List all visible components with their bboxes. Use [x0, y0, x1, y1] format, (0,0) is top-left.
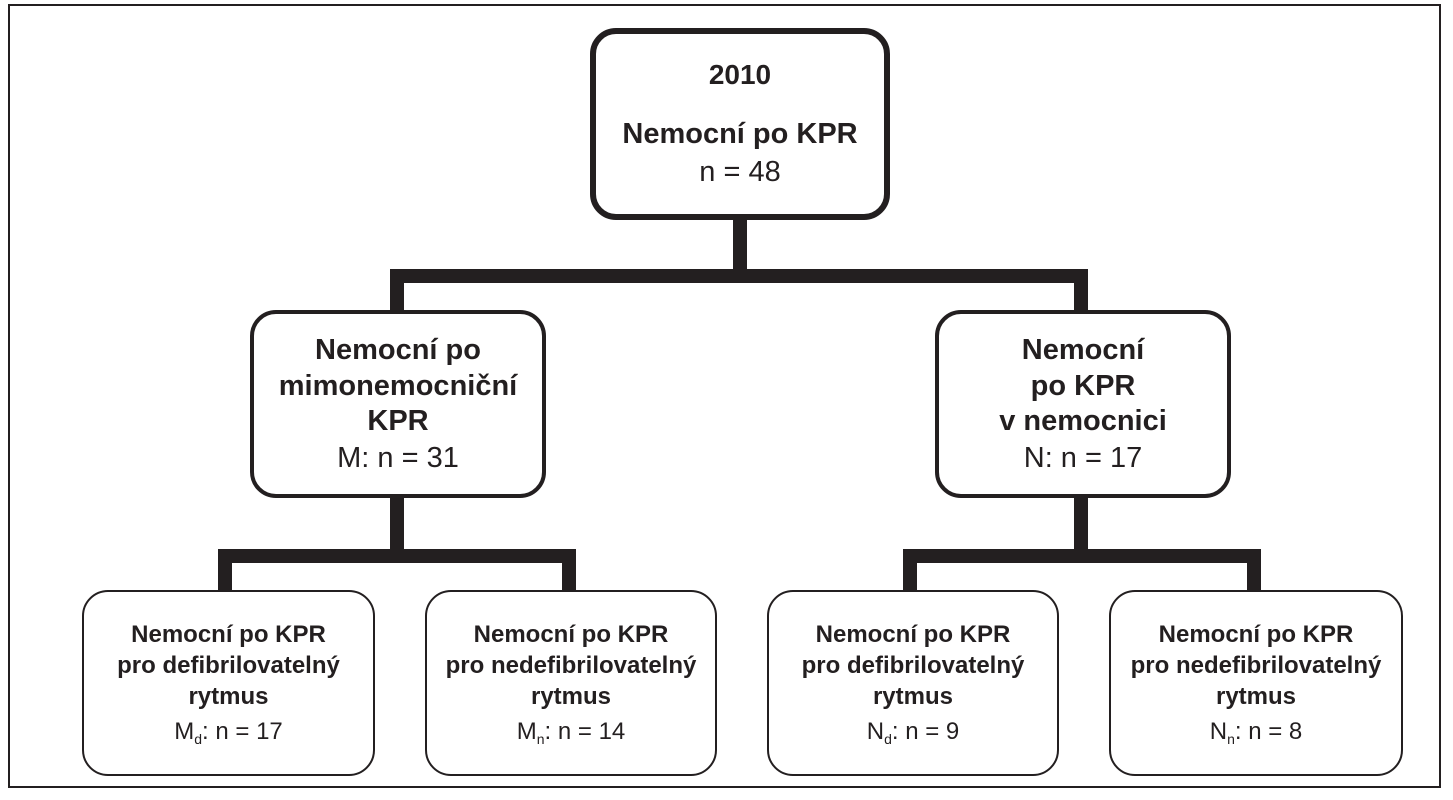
left-node: Nemocní po mimonemocniční KPR M: n = 31	[250, 310, 546, 498]
leaf-count: Mn: n = 14	[516, 718, 626, 748]
right-node: Nemocní po KPR v nemocnici N: n = 17	[935, 310, 1231, 498]
right-leaf-defibrillable: Nemocní po KPR pro defibrilovatelný rytm…	[767, 590, 1059, 776]
root-count: n = 48	[699, 156, 781, 189]
left-node-count: M: n = 31	[337, 441, 459, 474]
right-node-count: N: n = 17	[1023, 441, 1143, 474]
leaf-title: Nemocní po KPR pro defibrilovatelný rytm…	[801, 620, 1025, 711]
root-node: 2010 Nemocní po KPR n = 48	[590, 28, 890, 220]
leaf-title: Nemocní po KPR pro nedefibrilovatelný ry…	[445, 620, 697, 711]
root-year: 2010	[708, 58, 772, 90]
leaf-count: Nd: n = 9	[866, 718, 960, 748]
right-node-title: Nemocní po KPR v nemocnici	[999, 334, 1167, 438]
leaf-title: Nemocní po KPR pro defibrilovatelný rytm…	[117, 620, 340, 711]
leaf-count: Md: n = 17	[174, 718, 283, 748]
root-title: Nemocní po KPR	[622, 117, 858, 150]
left-node-title: Nemocní po mimonemocniční KPR	[278, 334, 518, 438]
left-leaf-nondefibrillable: Nemocní po KPR pro nedefibrilovatelný ry…	[425, 590, 717, 776]
right-leaf-nondefibrillable: Nemocní po KPR pro nedefibrilovatelný ry…	[1109, 590, 1403, 776]
leaf-count: Nn: n = 8	[1209, 718, 1303, 748]
figure-frame	[8, 4, 1441, 788]
leaf-title: Nemocní po KPR pro nedefibrilovatelný ry…	[1130, 620, 1382, 711]
left-leaf-defibrillable: Nemocní po KPR pro defibrilovatelný rytm…	[82, 590, 375, 776]
